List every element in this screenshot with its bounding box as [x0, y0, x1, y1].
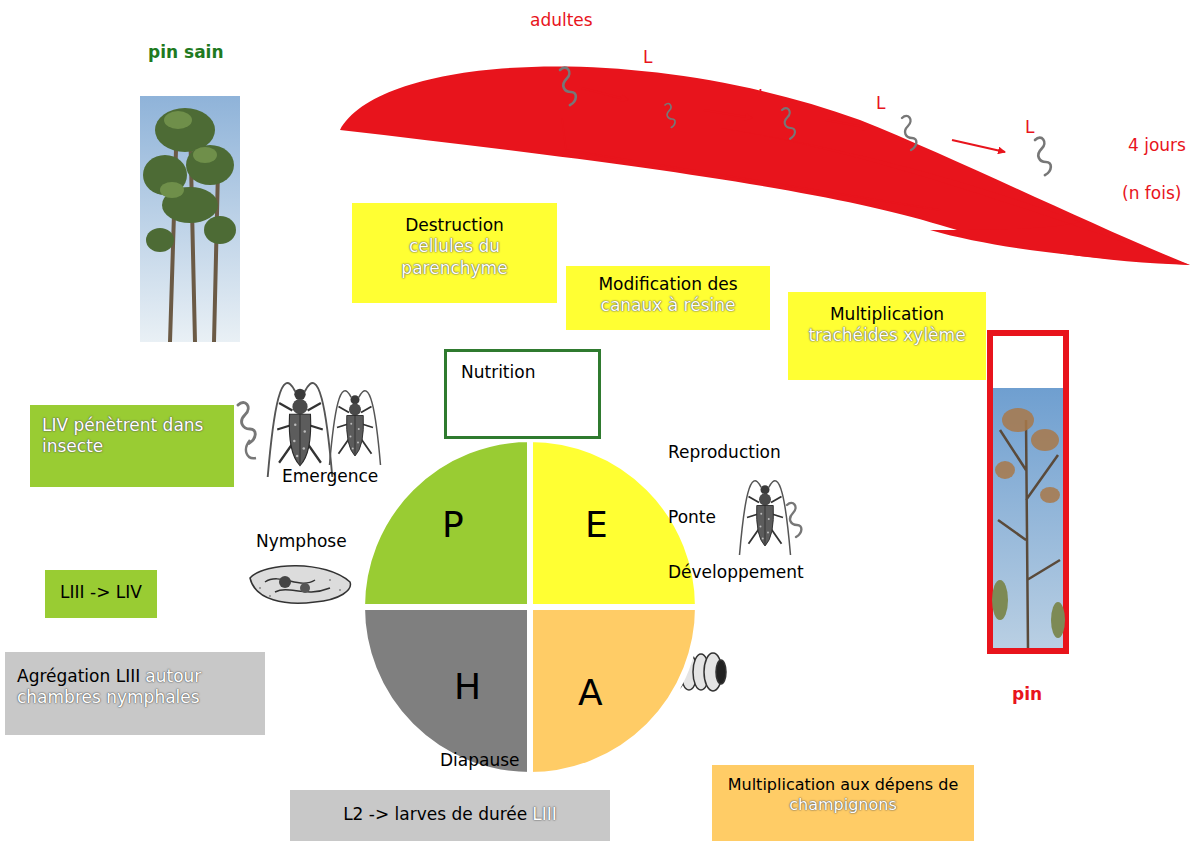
box-heading: LIII -> LIV [51, 582, 151, 603]
box-heading: Multiplication [794, 304, 980, 325]
larva-label: L [643, 47, 652, 67]
stage-box: Agrégation LIIIautour chambres nymphales [5, 652, 265, 735]
box-heading: Multiplication aux dépens de [718, 775, 968, 795]
box-body: trachéides xylème [794, 325, 980, 346]
stage-label: Diapause [440, 750, 520, 770]
box-heading: Destruction [358, 215, 551, 236]
wedge-shape [530, 607, 698, 775]
cycle-quadrant: P [362, 439, 530, 607]
stage-label: Reproduction [668, 442, 781, 462]
process-box: Destructioncellules du parenchyme [352, 203, 557, 303]
stage-label: adultes [530, 10, 593, 30]
repeat-label: (n fois) [1122, 183, 1181, 203]
stage-label: Nymphose [256, 531, 347, 551]
phase-letter: E [585, 507, 608, 543]
process-box: Multiplication aux dépens dechampignons [712, 765, 974, 841]
stage-box: LIII -> LIV [45, 570, 157, 618]
phase-letter: P [442, 507, 464, 543]
process-box: Multiplicationtrachéides xylème [788, 292, 986, 380]
phase-letter: H [454, 669, 481, 705]
wedge-shape [362, 607, 530, 775]
box-heading: Modification des [572, 274, 764, 295]
box-heading: Nutrition [461, 362, 584, 383]
box-body: canaux à résine [572, 295, 764, 316]
process-box: Modification descanaux à résine [566, 266, 770, 330]
box-body: champignons [718, 795, 968, 815]
larva-label: L [1025, 117, 1034, 137]
tree-label: pin sain [148, 42, 224, 62]
duration-label: 4 jours [1128, 135, 1186, 155]
cycle-quadrant: A [530, 607, 698, 775]
box-body: LIII [532, 804, 557, 824]
box-body: cellules du parenchyme [358, 236, 551, 279]
wedge-fill [530, 607, 698, 775]
stage-label: Ponte [668, 507, 716, 527]
stage-label: Emergence [282, 466, 378, 486]
box-heading: Agrégation LIII [17, 666, 140, 686]
wedge-fill [362, 439, 530, 607]
phase-letter: A [578, 675, 603, 711]
box-heading: L2 -> larves de durée [343, 804, 527, 824]
stage-label: Développement [668, 562, 804, 582]
phase-box: Nutrition [444, 349, 601, 439]
wedge-fill [362, 607, 530, 775]
tree-label: pin [1012, 684, 1042, 704]
stage-box: L2 -> larves de duréeLIII [290, 790, 610, 841]
larva-label: L [758, 86, 767, 106]
larva-label: L [876, 93, 885, 113]
stage-box: LIV pénètrent dans insecte [30, 405, 234, 487]
box-heading: LIV pénètrent dans insecte [42, 415, 222, 458]
cycle-quadrant: H [362, 607, 530, 775]
